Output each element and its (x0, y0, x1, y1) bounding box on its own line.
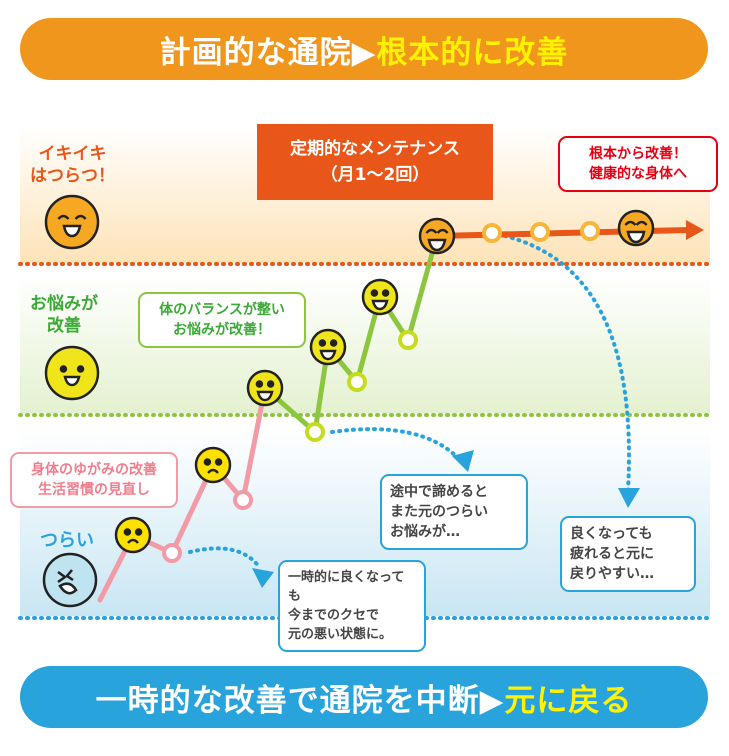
callout-tired: 良くなっても疲れると元に戻りやすい… (560, 516, 696, 592)
laughing-face-icon (418, 217, 456, 255)
callout-line: 一時的に良くなっても (288, 570, 405, 604)
laughing-face-icon (44, 194, 100, 250)
bottom-banner: 一時的な改善で通院を中断▶元に戻る (20, 666, 708, 728)
fall-path-1 (188, 546, 262, 570)
fall-path-2 (330, 427, 460, 460)
callout-balance: 体のバランスが整いお悩みが改善！ (138, 292, 306, 348)
callout-give-up: 途中で諦めるとまた元のつらいお悩みが… (380, 474, 528, 550)
checkpoint-circle (305, 422, 325, 442)
top-banner-text: 計画的な通院▶ (159, 34, 377, 71)
callout-line: 良くなっても (570, 526, 653, 542)
callout-line: 元の悪い状態に。 (288, 627, 393, 642)
checkpoint-circle (162, 543, 182, 563)
callout-line: お悩みが… (390, 524, 460, 540)
laughing-face-icon (617, 209, 655, 247)
level-low-label: つらい (40, 530, 94, 551)
checkpoint-circle (530, 222, 550, 242)
callout-line: 定期的なメンテナンス (290, 139, 460, 159)
callout-line: 疲れると元に (570, 546, 654, 562)
callout-line: 途中で諦めると (390, 484, 488, 500)
arrow-head-icon (452, 450, 474, 472)
checkpoint-circle (347, 372, 367, 392)
happy-face-icon (309, 328, 347, 366)
callout-line: 健康的な身体へ (589, 166, 687, 182)
sad-face-icon (194, 446, 232, 484)
sad-face-icon (114, 516, 152, 554)
callout-line: 体のバランスが整い (159, 302, 285, 318)
checkpoint-circle (233, 490, 253, 510)
happy-face-icon (246, 369, 284, 407)
arrow-head-icon (618, 488, 640, 508)
callout-line: 根本から改善！ (589, 146, 687, 162)
callout-line: お悩みが改善！ (173, 322, 271, 338)
top-banner-highlight: 根本的に改善 (376, 34, 569, 71)
arrow-right-icon (686, 220, 704, 240)
callout-line: また元のつらい (390, 504, 488, 520)
callout-line: 戻りやすい… (570, 566, 654, 582)
top-banner: 計画的な通院▶根本的に改善 (20, 18, 708, 80)
callout-line: （月1〜2回） (320, 165, 430, 185)
callout-line: 身体のゆがみの改善 (31, 462, 157, 478)
level-high-label: イキイキはつらつ！ (30, 143, 115, 187)
checkpoint-circle (482, 223, 502, 243)
checkpoint-circle (398, 330, 418, 350)
happy-face-icon (361, 278, 399, 316)
callout-line: 生活習慣の見直し (38, 482, 150, 498)
crying-face-icon (42, 552, 98, 608)
callout-line: 今までのクセで (288, 608, 380, 623)
checkpoint-circle (580, 221, 600, 241)
callout-distortion: 身体のゆがみの改善生活習慣の見直し (10, 452, 178, 508)
level-high-line: はつらつ！ (30, 166, 115, 186)
bottom-banner-text: 一時的な改善で通院を中断▶ (95, 682, 505, 719)
callout-maintenance: 定期的なメンテナンス （月1〜2回） (257, 124, 493, 200)
fall-path-3 (503, 234, 631, 492)
bottom-banner-highlight: 元に戻る (504, 682, 633, 719)
happy-face-icon (44, 345, 100, 401)
level-mid-label: お悩みが改善 (30, 293, 98, 337)
level-mid-line: 改善 (47, 316, 81, 336)
callout-root: 根本から改善！ 健康的な身体へ (558, 136, 718, 192)
level-mid-line: お悩みが (30, 294, 98, 314)
callout-temporary: 一時的に良くなっても今までのクセで元の悪い状態に。 (278, 560, 426, 652)
level-high-line: イキイキ (38, 144, 107, 164)
arrow-head-icon (252, 568, 274, 588)
